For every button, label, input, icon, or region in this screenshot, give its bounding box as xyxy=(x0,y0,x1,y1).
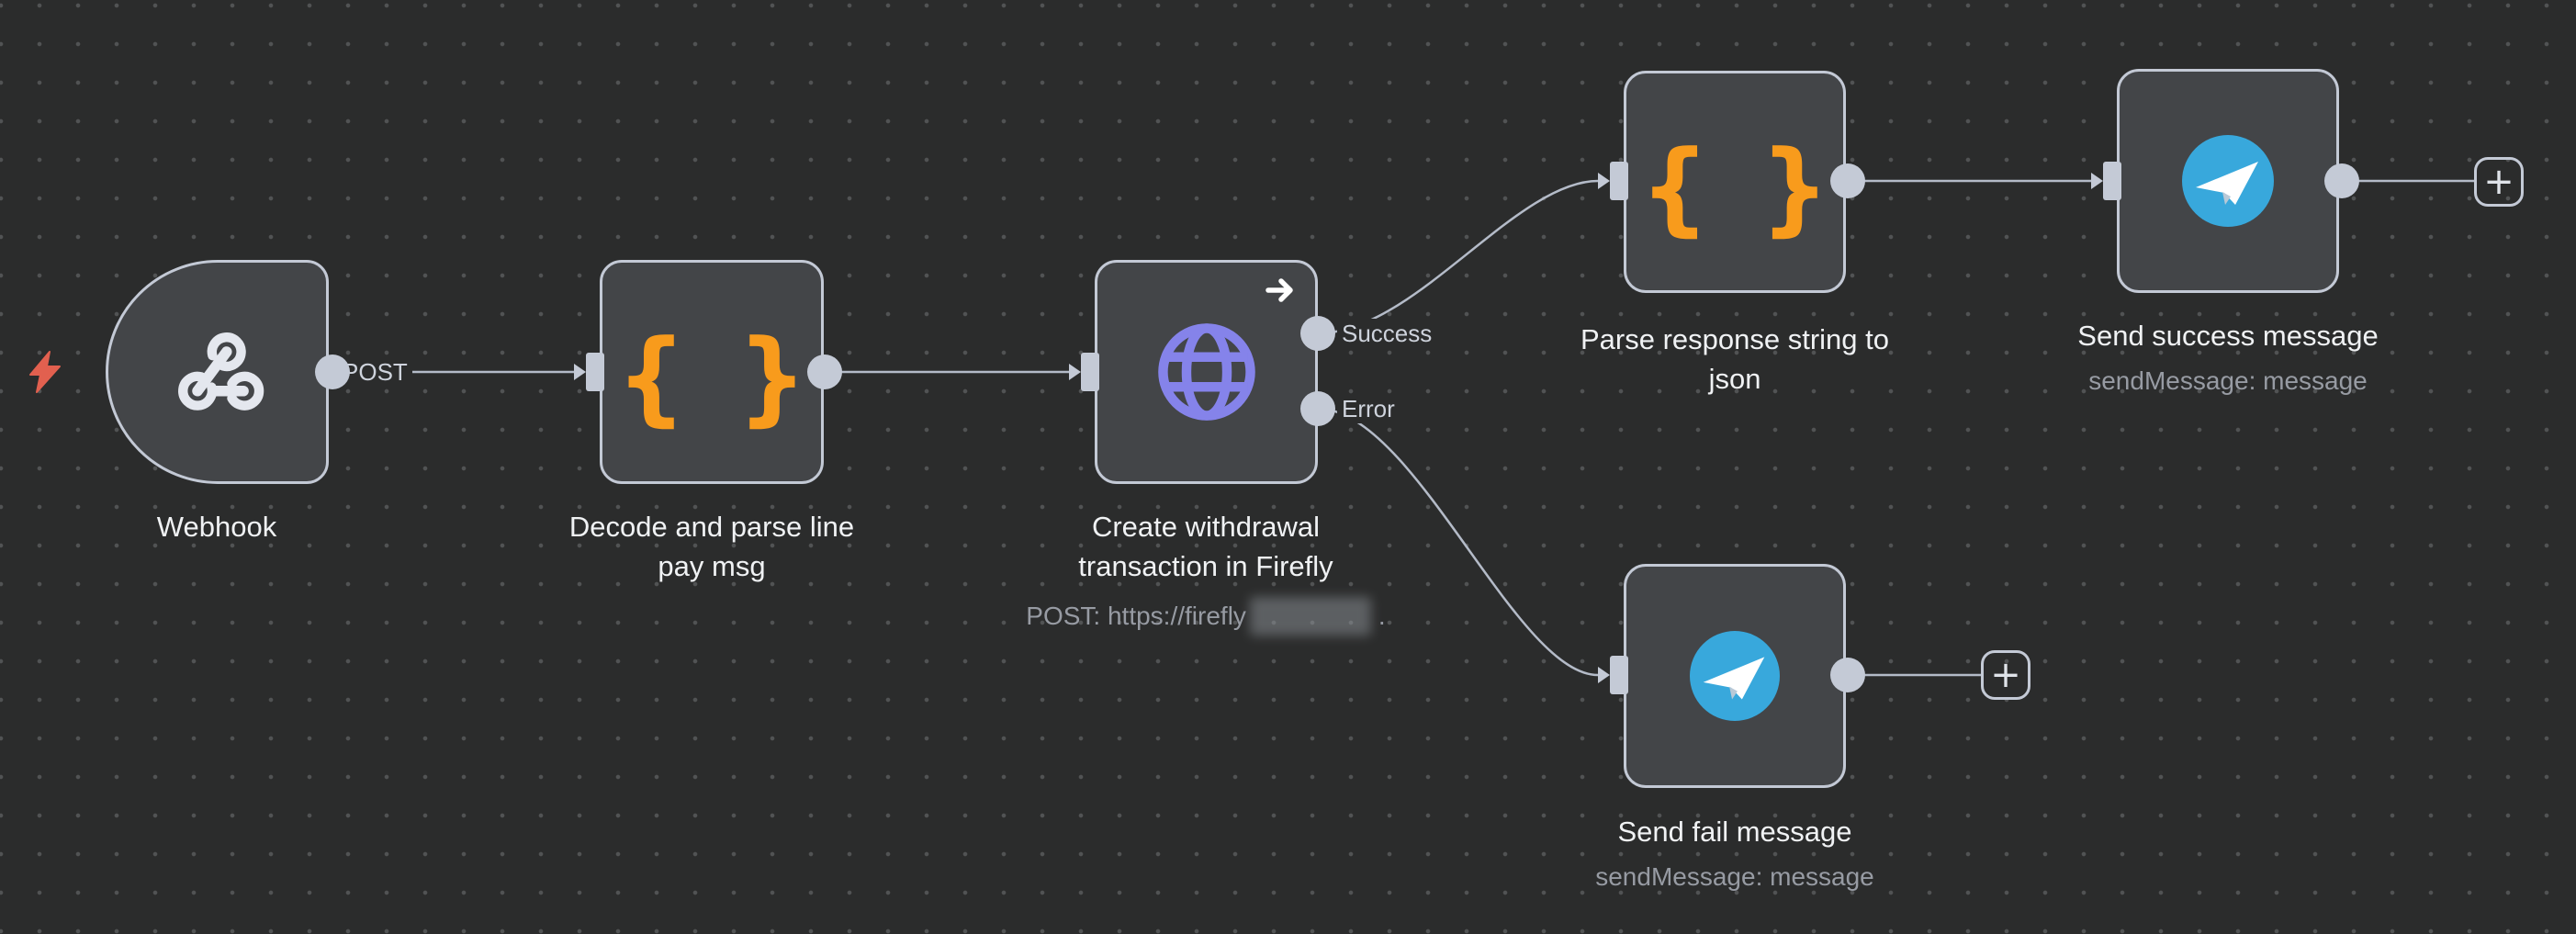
node-send-success[interactable] xyxy=(2117,69,2339,293)
code-braces-glyph: { } xyxy=(621,319,802,435)
wire-label-success: Success xyxy=(1337,319,1437,348)
node-send-fail[interactable] xyxy=(1624,564,1846,788)
output-endpoint-send-fail[interactable] xyxy=(1830,658,1865,692)
telegram-icon xyxy=(2182,135,2274,227)
output-endpoint-parse[interactable] xyxy=(1830,163,1865,198)
output-endpoint-webhook[interactable] xyxy=(315,354,350,389)
add-node-button[interactable]: + xyxy=(2474,157,2524,207)
lightning-trigger-icon xyxy=(29,351,61,393)
node-title-decode: Decode and parse line pay msg xyxy=(568,511,855,582)
input-endpoint-send-fail[interactable] xyxy=(1610,656,1628,694)
node-subtitle-http-prefix: POST: https://firefly xyxy=(1026,602,1246,630)
output-endpoint-http-success[interactable] xyxy=(1300,316,1335,351)
connection-decode-to-http[interactable] xyxy=(825,364,1081,380)
node-title-http: Create withdrawal transaction in Firefly xyxy=(1078,511,1333,582)
node-title-parse: Parse response string to json xyxy=(1580,323,1889,395)
input-endpoint-send-success[interactable] xyxy=(2103,162,2121,200)
node-title-send-fail: Send fail message xyxy=(1617,816,1852,848)
connection-parse-to-send-success[interactable] xyxy=(1848,173,2103,189)
node-parse-response[interactable]: { } xyxy=(1624,71,1846,293)
node-subtitle-send-fail: sendMessage: message xyxy=(1595,862,1874,891)
output-endpoint-send-success[interactable] xyxy=(2324,163,2359,198)
input-endpoint-parse[interactable] xyxy=(1610,162,1628,200)
code-braces-icon: { } xyxy=(1644,128,1826,246)
globe-icon xyxy=(1157,323,1255,421)
node-webhook[interactable] xyxy=(106,260,329,484)
output-endpoint-http-error[interactable] xyxy=(1300,391,1335,426)
input-endpoint-decode[interactable] xyxy=(586,353,604,391)
output-endpoint-decode[interactable] xyxy=(807,354,842,389)
node-subtitle-http-suffix: . xyxy=(1378,602,1386,630)
node-title-webhook: Webhook xyxy=(156,511,277,543)
redacted-url xyxy=(1249,597,1371,636)
node-decode-and-parse[interactable]: { } xyxy=(600,260,824,484)
input-endpoint-http[interactable] xyxy=(1081,353,1099,391)
code-braces-glyph: { } xyxy=(1645,129,1825,245)
node-title-send-success: Send success message xyxy=(2077,320,2379,352)
webhook-icon xyxy=(177,332,264,411)
telegram-icon xyxy=(1690,631,1780,721)
node-subtitle-send-success: sendMessage: message xyxy=(2088,366,2368,395)
node-subtitle-http: POST: https://firefly . xyxy=(976,597,1435,636)
add-node-button[interactable]: + xyxy=(1981,650,2030,700)
wire-label-error: Error xyxy=(1337,394,1400,423)
code-braces-icon: { } xyxy=(620,318,804,436)
wire-label-post: POST xyxy=(338,357,412,387)
arrow-right-icon xyxy=(1266,278,1293,302)
connection-http-success-to-parse[interactable] xyxy=(1317,173,1610,335)
node-http-request[interactable] xyxy=(1095,260,1318,484)
